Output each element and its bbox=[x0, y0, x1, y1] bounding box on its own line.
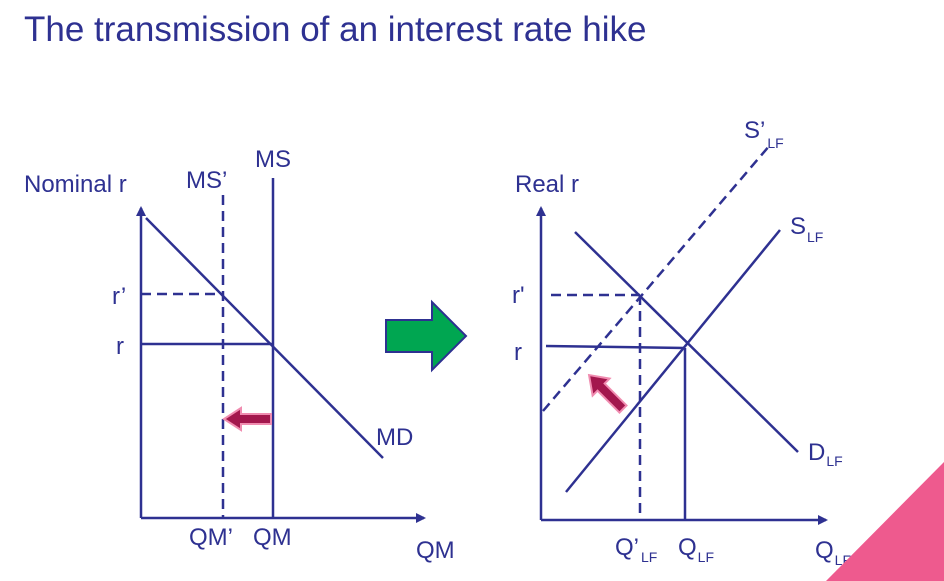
mm-r-prime-label: r’ bbox=[112, 283, 126, 310]
q-lf-label: QLF bbox=[678, 534, 714, 565]
supply-prime-lf-label: S’LF bbox=[744, 117, 784, 151]
money-market-diagram: Nominal r MS’ MS r’ r MD QM’ QM QM bbox=[24, 146, 455, 564]
mm-x-axis-label: QM bbox=[416, 537, 455, 564]
ms-label: MS bbox=[255, 146, 291, 173]
demand-lf-curve bbox=[574, 231, 799, 453]
mm-y-axis-label: Nominal r bbox=[24, 171, 127, 198]
transition-arrow bbox=[385, 299, 468, 373]
lf-r-prime-label: r' bbox=[512, 282, 525, 309]
qm-prime-label: QM’ bbox=[189, 524, 233, 551]
q-prime-lf-label: Q’LF bbox=[615, 534, 657, 565]
mm-r-label: r bbox=[116, 333, 124, 360]
supply-lf-curve bbox=[565, 229, 781, 493]
lf-r-line bbox=[545, 344, 686, 350]
corner-decoration bbox=[826, 462, 944, 581]
supply-lf-label: SLF bbox=[790, 213, 823, 245]
demand-lf-label: DLF bbox=[808, 439, 843, 469]
ms-prime-label: MS’ bbox=[186, 167, 227, 194]
md-curve bbox=[145, 217, 384, 459]
qm-label: QM bbox=[253, 524, 292, 551]
md-label: MD bbox=[376, 424, 413, 451]
supply-prime-lf-curve bbox=[542, 144, 771, 412]
leftward-shift-arrow bbox=[222, 406, 272, 432]
loanable-funds-diagram: Real r r' r S’LF SLF DLF Q’LF QLF QLF bbox=[512, 117, 851, 568]
supply-shift-arrow bbox=[587, 373, 628, 414]
lf-y-axis-label: Real r bbox=[515, 171, 579, 198]
slide-title: The transmission of an interest rate hik… bbox=[24, 10, 647, 49]
lf-r-label: r bbox=[514, 339, 522, 366]
